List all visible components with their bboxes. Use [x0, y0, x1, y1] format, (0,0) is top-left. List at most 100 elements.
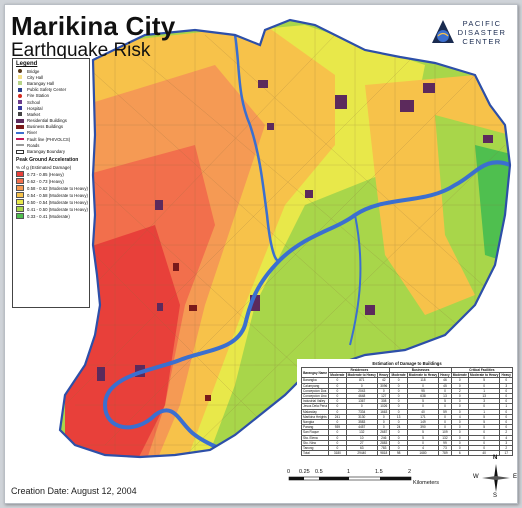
table-cell: 2883 [376, 439, 391, 447]
table-cell: 132 [438, 434, 452, 441]
legend-item-label: Fault line (PHIVOLCS) [27, 136, 71, 142]
table-cell: 0 [450, 429, 469, 436]
legend-item-label: Barangay Hall [27, 80, 54, 86]
logo-line-1: PACIFIC [462, 19, 502, 28]
market-icon [18, 112, 22, 117]
col-header: Moderate [389, 372, 408, 379]
col-header: Moderate [328, 372, 347, 379]
table-cell: 3 [499, 439, 513, 447]
fault-line-swatch [16, 138, 24, 141]
table-cell: 0 [376, 419, 391, 426]
table-cell: 1 [467, 408, 501, 415]
legend-item: Fault line (PHIVOLCS) [16, 136, 86, 142]
pga-class-label: 0.58 - 0.62 (Moderate to Heavy) [27, 185, 88, 191]
scale-bar-graphic [288, 476, 412, 481]
pga-class-label: 0.62 - 0.73 (Heavy) [27, 178, 64, 184]
table-cell: 3 [499, 382, 513, 389]
table-cell: 17 [499, 450, 513, 457]
pga-class: 0.50 - 0.54 (Moderate to Heavy) [16, 199, 88, 206]
legend-item-label: Roads [27, 142, 40, 148]
table-cell: 0 [499, 387, 513, 395]
legend-item-label: School [27, 99, 41, 105]
table-cell: 5 [467, 424, 501, 431]
north-arrow: N S W E [473, 455, 517, 499]
scale-tick: 1.5 [375, 469, 383, 475]
table-cell: 0 [499, 408, 513, 415]
col-barangay: Barangay Name [300, 366, 330, 379]
table-cell: 2687 [376, 429, 391, 436]
scale-tick: 1 [347, 469, 351, 475]
table-cell: 0 [450, 403, 469, 410]
logo-line-3: CENTER [462, 37, 502, 46]
legend-item-label: Barangay Boundary [27, 149, 65, 155]
table-cell: Total [300, 450, 330, 457]
legend-item: Residential Buildings [16, 118, 86, 124]
table-cell: 3 [467, 398, 501, 405]
creation-date: Creation Date: August 12, 2004 [11, 486, 137, 496]
table-cell: 0 [389, 382, 408, 389]
table-cell: 0 [467, 429, 501, 436]
pga-classes: 0.73 - 0.85 (Heavy)0.62 - 0.73 (Heavy)0.… [16, 171, 88, 220]
table-cell: 0 [389, 439, 408, 447]
table-cell: Concepcion Dos [300, 387, 330, 395]
table-cell: 0 [450, 419, 469, 426]
title-block: Marikina City Earthquake Risk [11, 13, 175, 60]
pga-swatch [16, 178, 24, 185]
table-cell: 0 [438, 387, 452, 395]
legend-item: School [16, 99, 86, 105]
table-cell: 0 [467, 382, 501, 389]
table-cell: 0 [328, 429, 347, 436]
table-cell: 0 [450, 439, 469, 447]
pga-swatch [16, 199, 24, 206]
table-cell: 13 [389, 413, 408, 421]
table-cell: 0 [438, 424, 452, 431]
col-header: Moderate to Heavy [406, 372, 440, 379]
table-cell: 5 [438, 398, 452, 405]
legend-item-label: City Hall [27, 74, 43, 80]
pga-class: 0.62 - 0.73 (Heavy) [16, 178, 86, 185]
table-cell: 0 [376, 387, 391, 395]
table-cell: 2 [450, 387, 469, 395]
table-cell: 0 [389, 429, 408, 436]
table-cell: 40 [467, 450, 501, 457]
legend-item-label: Fire Station [27, 93, 49, 99]
table-cell: 0 [450, 445, 469, 452]
table-cell: 0 [389, 445, 408, 452]
fire-station-icon [18, 93, 22, 98]
pga-class-label: 0.54 - 0.58 (Moderate to Heavy) [27, 192, 88, 198]
table-cell: 0 [328, 408, 347, 415]
logo-triangle-icon [432, 20, 454, 43]
table-cell: 0 [389, 434, 408, 441]
residential-swatch [16, 118, 24, 123]
legend-title: Legend [16, 61, 38, 67]
table-cell: 0 [467, 439, 501, 447]
table-cell: 0 [499, 392, 513, 400]
table-cell: 3096 [376, 382, 391, 389]
table-cell: 59 [438, 408, 452, 415]
legend-item: Business Buildings [16, 124, 86, 130]
legend-item: Public Safety Center [16, 87, 86, 93]
table-cell: 109 [438, 429, 452, 436]
table-cell: 73 [438, 445, 452, 452]
table-cell: 0 [450, 408, 469, 415]
compass-w: W [473, 474, 479, 480]
table-cell: 0 [328, 445, 347, 452]
pga-class: 0.33 - 0.41 (Moderate) [16, 213, 86, 220]
table-cell: 98 [389, 450, 408, 457]
table-cell: 0 [328, 392, 347, 400]
col-header: Heavy [499, 372, 513, 379]
table-cell: 0 [450, 424, 469, 431]
table-cell: 0 [450, 382, 469, 389]
pga-class: 0.73 - 0.85 (Heavy) [16, 171, 86, 178]
table-cell: 0 [499, 377, 513, 384]
table-cell: 0 [438, 413, 452, 421]
table-cell: Marikina Heights [300, 413, 330, 421]
